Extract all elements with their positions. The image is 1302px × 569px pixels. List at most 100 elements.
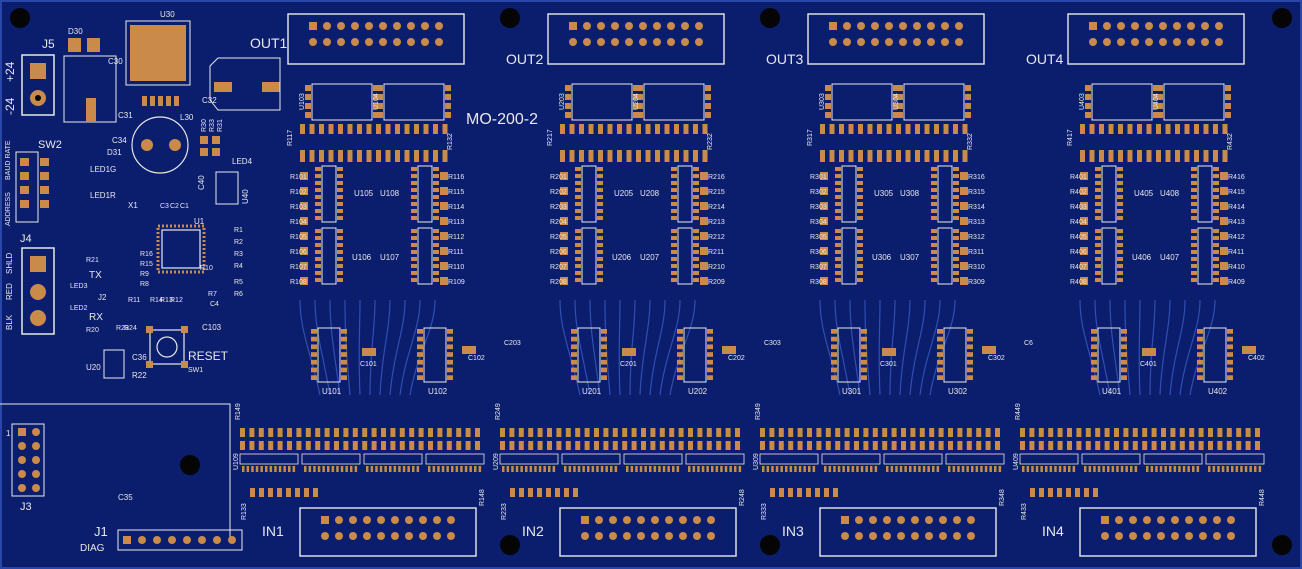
input-array-pad (474, 466, 477, 472)
resistor-pad (414, 150, 419, 162)
mounting-hole (180, 455, 200, 475)
part-label: R248 (739, 489, 746, 506)
driver-pad (835, 243, 841, 247)
driver-pad (953, 202, 959, 206)
resistor-pad (938, 441, 944, 450)
resistor-pad (948, 428, 953, 437)
input-header-pin (1101, 532, 1109, 540)
resistor-pad (268, 441, 274, 450)
resistor-pad (300, 172, 308, 180)
resistor-pad (622, 428, 628, 437)
driver-pad (1213, 257, 1219, 261)
resistor-pad (829, 150, 835, 162)
x1-label: X1 (128, 201, 138, 210)
driver-pad (693, 229, 699, 233)
part-label: R102 (290, 189, 307, 196)
chip-u302-body (943, 327, 967, 383)
resistor-pad (440, 187, 448, 195)
input-array (1143, 453, 1203, 465)
part-label: R132 (447, 133, 454, 150)
input-array-pad (398, 466, 401, 472)
resistor-pad (825, 441, 831, 450)
driver-pad (597, 174, 603, 178)
resistor-pad (556, 441, 562, 450)
driver-pad (337, 243, 343, 247)
opto-u103-pad (305, 112, 311, 118)
input-array-pad (922, 466, 926, 472)
resistor-pad (807, 441, 812, 450)
resistor-pad (249, 428, 255, 437)
output-header-pin (899, 38, 907, 46)
input-header-outline (559, 507, 737, 557)
input-header-pin (707, 532, 715, 540)
output-header-pin (1201, 22, 1209, 30)
part-label: R148 (479, 489, 486, 506)
resistor-pad (428, 441, 433, 450)
chip-u402-pad (1197, 352, 1203, 357)
driver-pad (575, 243, 581, 247)
input-array-pad (771, 466, 774, 472)
opto-u203-pad (565, 85, 571, 91)
reset-button[interactable] (156, 336, 178, 358)
driver-pad (315, 250, 321, 254)
resistor-pad (910, 428, 916, 437)
part-label: U203 (559, 93, 566, 110)
resistor-pad (833, 488, 838, 497)
part-label: R215 (708, 189, 725, 196)
input-array (1081, 453, 1141, 465)
driver-pad (575, 250, 581, 254)
capacitor-pad (622, 348, 636, 356)
resistor-label: R24 (124, 325, 137, 332)
resistor-pad (700, 187, 708, 195)
resistor-pad (300, 150, 305, 162)
resistor-pad (655, 150, 660, 162)
resistor-pad (475, 428, 480, 437)
control-resistor-labels: R21 R20 R16 R15 R9 R8 R11 R1 R2 R3 R4 R5… (86, 203, 243, 334)
resistor-pad (960, 172, 968, 180)
input-header-pin (335, 516, 343, 524)
resistor-pad (546, 488, 551, 497)
output-header-pin (695, 38, 703, 46)
driver-pad (693, 278, 699, 282)
resistor-label: R11 (128, 297, 140, 304)
reset-button-outline[interactable] (149, 329, 185, 365)
resistor-pad (371, 441, 377, 450)
driver-pad (315, 216, 321, 220)
resistor-pad (560, 150, 565, 162)
resistor-pad (882, 441, 888, 450)
chip-u301-pad (831, 367, 837, 373)
driver-pad (1191, 174, 1197, 178)
opto-u404-pad (1225, 85, 1231, 91)
input-array-pad (336, 466, 339, 472)
j4-pad (30, 310, 46, 326)
part-label: U106 (352, 253, 372, 262)
input-header-pin (1185, 516, 1193, 524)
driver-body (1101, 165, 1117, 223)
j2-label: J2 (98, 293, 107, 302)
input-header-pin (665, 516, 673, 524)
driver-body (581, 165, 597, 223)
part-label: R417 (1067, 129, 1074, 146)
resistor-label: R21 (86, 257, 99, 264)
input-array-pad (520, 466, 523, 472)
input-array-pad (1221, 466, 1225, 472)
chip-u302-pad (967, 336, 973, 342)
input-array-pad (260, 466, 263, 472)
resistor-pad (1220, 277, 1228, 285)
chip-u301-pad (831, 329, 837, 334)
chip-u301-pad (831, 336, 837, 342)
driver-pad (1095, 278, 1101, 282)
resistor-pad (465, 441, 471, 450)
resistor-label: C3 (160, 203, 169, 210)
input-header-pin (581, 516, 589, 524)
resistor-pad (588, 150, 594, 162)
driver-pad (693, 181, 699, 185)
resistor-pad (1080, 202, 1088, 210)
resistor-pad (258, 428, 264, 437)
resistor-pad (960, 187, 968, 195)
trace (1149, 299, 1156, 396)
opto-u104-pad (445, 112, 451, 118)
driver-pad (671, 202, 677, 206)
input-array-pad (1093, 466, 1096, 472)
